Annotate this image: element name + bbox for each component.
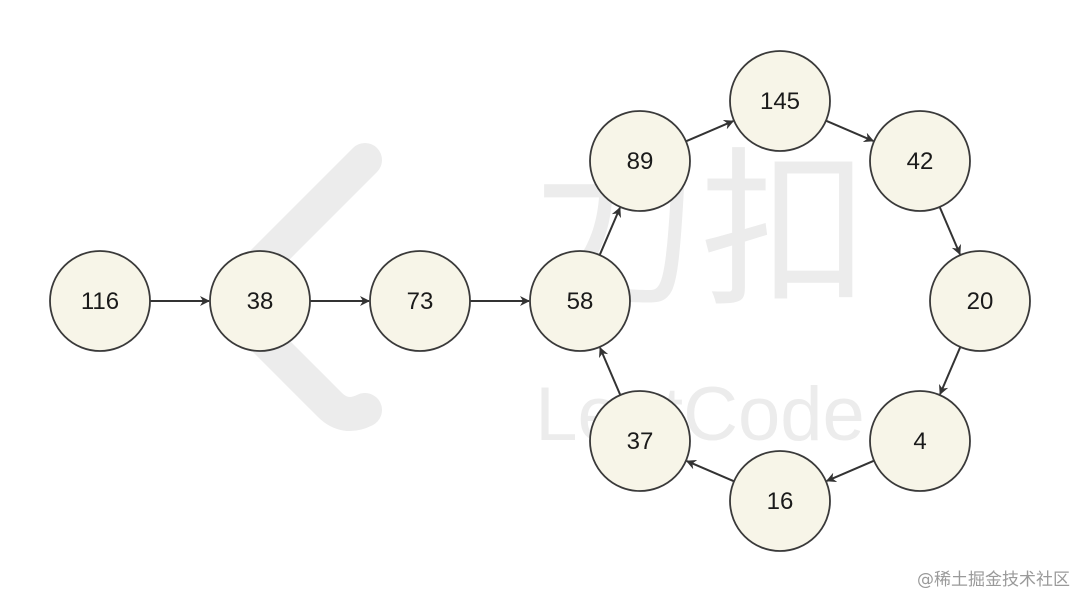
node-20: 20: [929, 250, 1031, 352]
node-circle: [729, 450, 831, 552]
edge-89-to-145: [685, 120, 735, 143]
node-circle: [929, 250, 1031, 352]
edge-16-to-37: [685, 460, 735, 483]
node-label: 42: [907, 148, 934, 175]
node-circle: [529, 250, 631, 352]
node-label: 73: [407, 288, 434, 315]
node-circle: [369, 250, 471, 352]
node-label: 89: [627, 148, 654, 175]
node-label: 4: [913, 428, 926, 455]
leetcode-watermark: 力扣 LeetCode: [220, 137, 870, 457]
node-circle: [49, 250, 151, 352]
node-label: 58: [567, 288, 594, 315]
node-label: 20: [967, 288, 994, 315]
watermark-latin-text: LeetCode: [535, 372, 865, 457]
node-37: 37: [589, 390, 691, 492]
edge-145-to-42: [825, 119, 875, 142]
node-label: 38: [247, 288, 274, 315]
edge-58-to-89: [598, 206, 621, 256]
node-circle: [209, 250, 311, 352]
node-89: 89: [589, 110, 691, 212]
node-4: 4: [869, 390, 971, 492]
node-label: 145: [760, 88, 800, 115]
node-38: 38: [209, 250, 311, 352]
edges-layer: [150, 119, 962, 483]
node-label: 116: [81, 288, 119, 315]
edge-42-to-20: [938, 206, 961, 256]
node-116: 116: [49, 250, 151, 352]
node-label: 16: [767, 488, 794, 515]
edge-4-to-16: [825, 459, 875, 482]
node-circle: [869, 110, 971, 212]
node-circle: [729, 50, 831, 152]
node-16: 16: [729, 450, 831, 552]
credit-text: @稀土掘金技术社区: [917, 570, 1070, 590]
node-73: 73: [369, 250, 471, 352]
node-circle: [589, 390, 691, 492]
node-58: 58: [529, 250, 631, 352]
nodes-layer: 116 38 73 58 89 145 42 20 4 16 37: [49, 50, 1031, 552]
node-145: 145: [729, 50, 831, 152]
edge-20-to-4: [939, 346, 962, 396]
node-circle: [589, 110, 691, 212]
edge-37-to-58: [599, 346, 622, 396]
node-42: 42: [869, 110, 971, 212]
node-label: 37: [627, 428, 654, 455]
node-circle: [869, 390, 971, 492]
